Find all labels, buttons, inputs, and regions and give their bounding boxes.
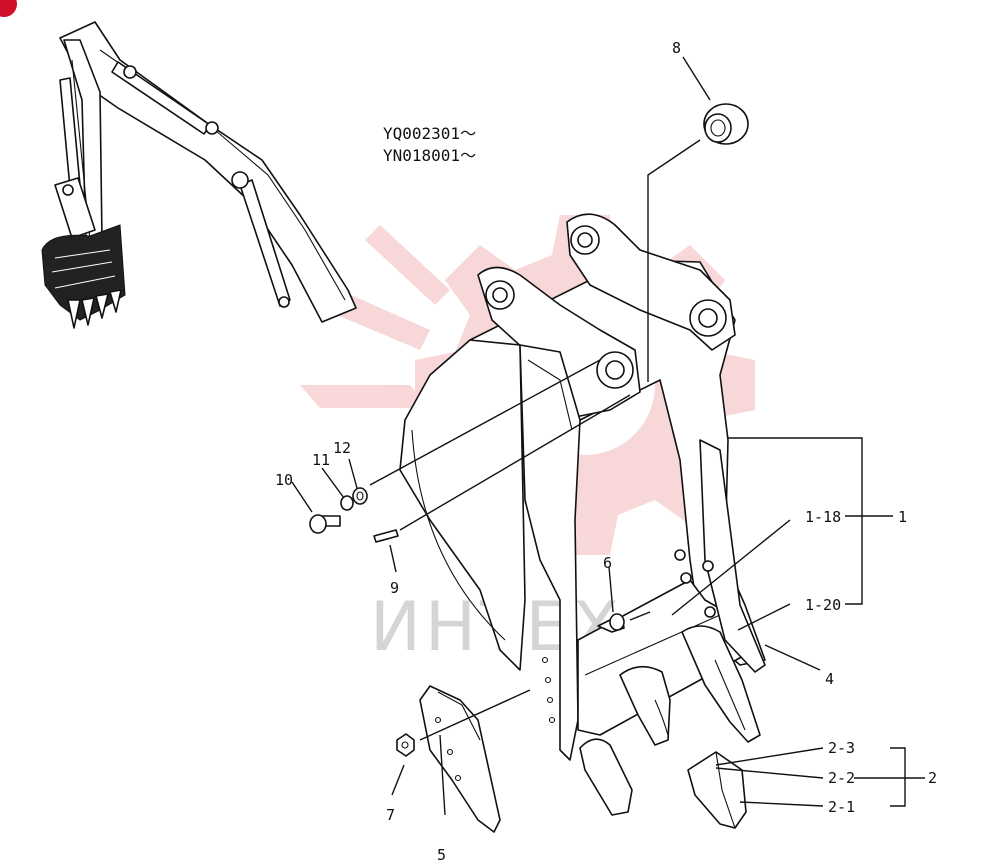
callout-12: 12 — [333, 439, 351, 457]
callout-4: 4 — [825, 670, 834, 688]
pin-part-9 — [373, 529, 399, 543]
bucket-assembly — [399, 213, 766, 816]
excavator-overview — [41, 21, 357, 329]
bolt-part-10 — [309, 514, 341, 534]
callout-1-18: 1-18 — [805, 508, 841, 526]
serial-range-1: YQ002301～ — [383, 124, 476, 143]
callout-1: 1 — [898, 508, 907, 526]
washer-part-12-hole — [356, 491, 364, 501]
callout-11: 11 — [312, 451, 330, 469]
callout-2-3: 2-3 — [828, 739, 855, 757]
corner-badge — [0, 0, 17, 17]
tooth-part-2 — [687, 751, 747, 829]
bolt-part-6 — [597, 613, 625, 633]
leader-lines — [291, 56, 925, 816]
serial-range-2: YN018001～ — [383, 146, 476, 165]
callout-2-1: 2-1 — [828, 798, 855, 816]
callout-2: 2 — [928, 769, 937, 787]
bushing-part-8 — [703, 103, 749, 145]
callout-10: 10 — [275, 471, 293, 489]
callout-2-2: 2-2 — [828, 769, 855, 787]
side-cutter-part-5 — [419, 685, 501, 833]
callout-8: 8 — [672, 39, 681, 57]
callout-1-20: 1-20 — [805, 596, 841, 614]
callout-7: 7 — [386, 806, 395, 824]
washer-part-12 — [352, 487, 368, 505]
callout-9: 9 — [390, 579, 399, 597]
washer-part-11 — [340, 495, 354, 511]
callout-6: 6 — [603, 554, 612, 572]
callout-5: 5 — [437, 846, 446, 864]
nut-part-7 — [396, 733, 415, 757]
